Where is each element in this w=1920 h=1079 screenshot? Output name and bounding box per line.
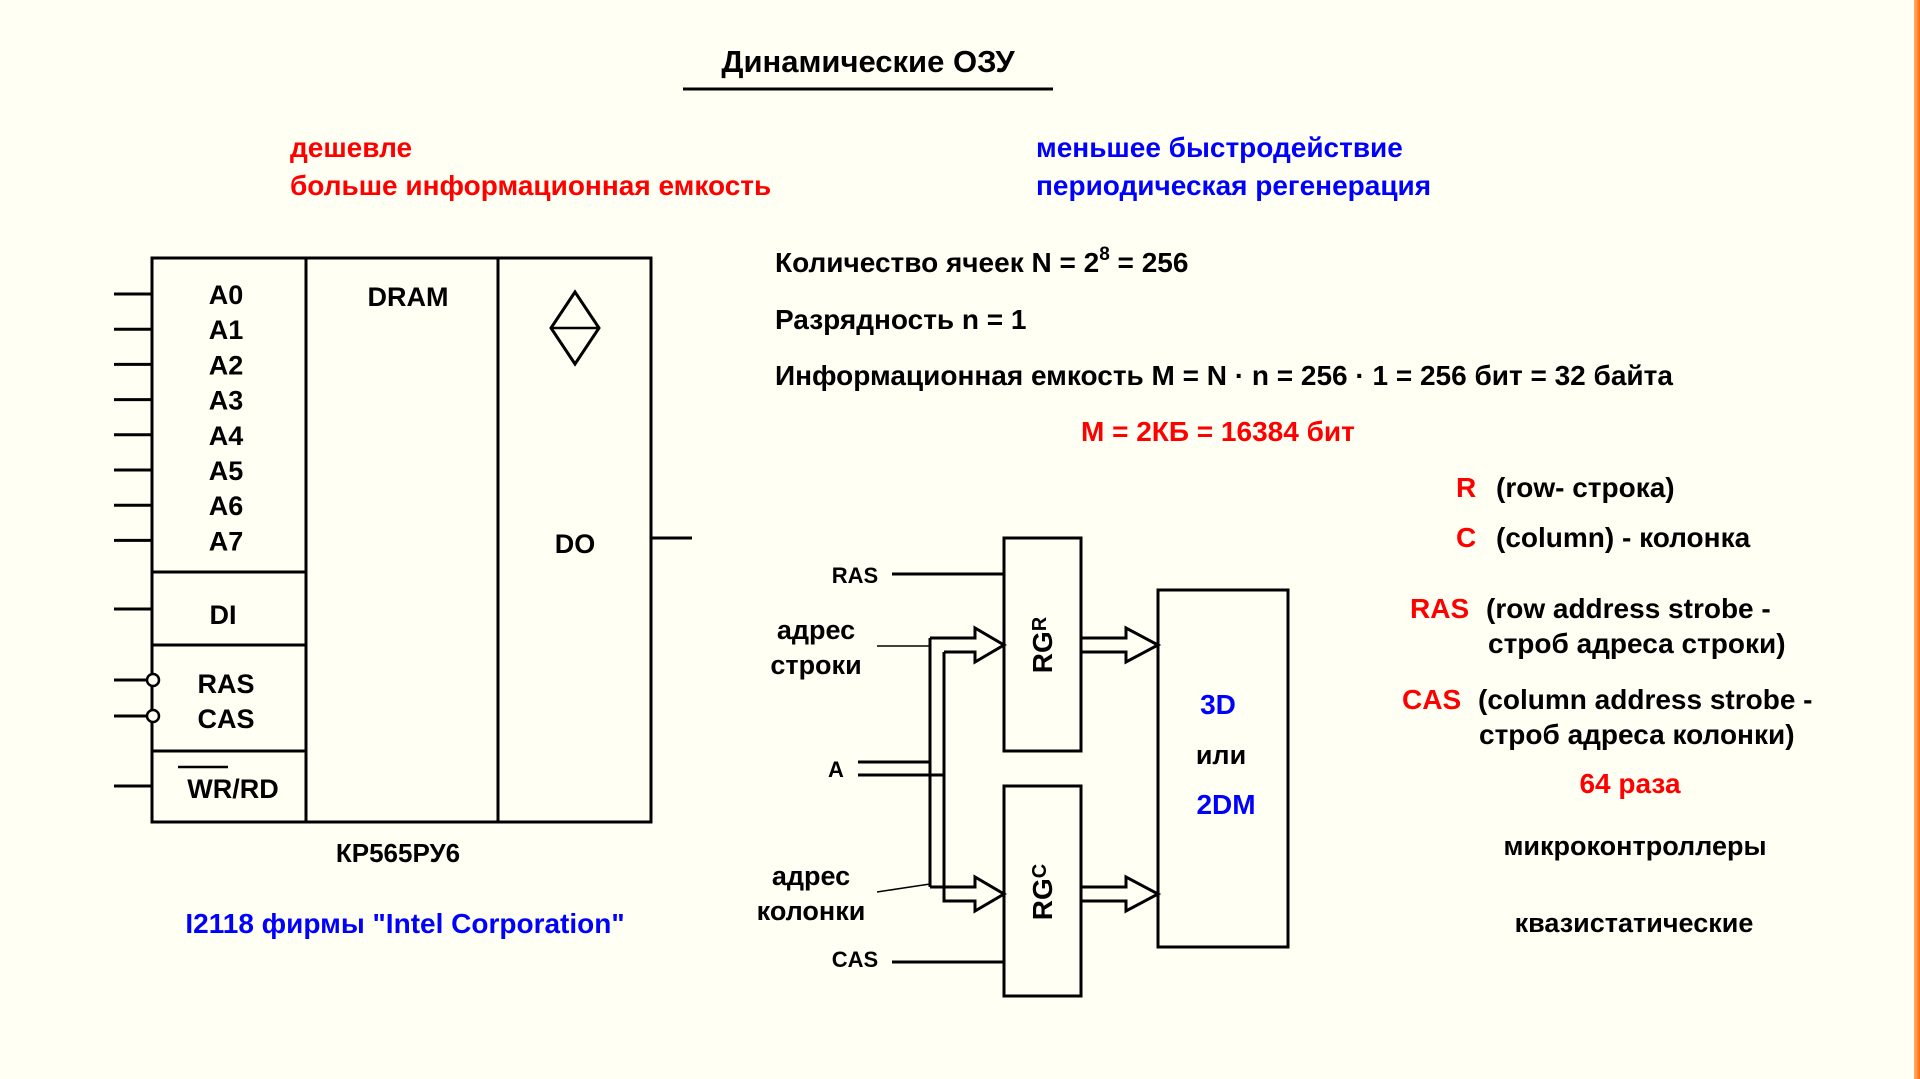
register-rg-c-sub: C [1029, 864, 1051, 878]
legend-ras-key: RAS [1410, 593, 1469, 624]
pin-a2-label: A2 [209, 350, 244, 380]
arrow-rg-c-to-mem [1081, 874, 1162, 914]
pin-a3-label: A3 [209, 386, 244, 416]
scheme-ras-label: RAS [832, 563, 878, 588]
fact-capacity-red: M = 2КБ = 16384 бит [1081, 416, 1355, 447]
register-rg-c [1002, 784, 1083, 998]
legend-ras-text-2: строб адреса строки) [1488, 628, 1786, 659]
pin-a7-label: A7 [209, 526, 244, 556]
memory-array [1156, 588, 1290, 949]
pin-cas-inversion [145, 708, 161, 724]
pro-cheaper: дешевле [290, 132, 412, 163]
col-addr-pointer [876, 883, 931, 893]
register-rg-r-label: RGR [1027, 616, 1058, 673]
register-scheme: RAS адрес строки A адрес колонки CAS RGR… [757, 536, 1290, 998]
fact-cells-prefix: Количество ячеек N = 2 [775, 247, 1099, 278]
legend-r-key: R [1456, 472, 1476, 503]
pin-a6-label: A6 [209, 491, 244, 521]
pin-a5-label: A5 [209, 456, 244, 486]
legend-c-key: C [1456, 522, 1476, 553]
slide-title: Динамические ОЗУ [721, 44, 1015, 79]
fact-cells-exp: 8 [1099, 244, 1110, 265]
legend-r-text: (row- строка) [1496, 472, 1675, 503]
scheme-a-label: A [828, 757, 844, 782]
legend-c-text: (column) - колонка [1496, 522, 1751, 553]
register-rg-c-main: RG [1027, 878, 1058, 920]
pin-ras-label: RAS [197, 669, 254, 699]
legend-cas-text-1: (column address strobe - [1478, 684, 1813, 715]
register-rg-r-main: RG [1027, 631, 1058, 673]
register-rg-r [1002, 536, 1083, 753]
pin-a0-label: A0 [209, 280, 244, 310]
legend: R (row- строка) C (column) - колонка RAS… [1402, 472, 1813, 938]
register-rg-c-label: RGC [1027, 864, 1058, 920]
scheme-cas-label: CAS [832, 947, 878, 972]
scheme-col-addr-2: колонки [757, 896, 866, 926]
con-refresh: периодическая регенерация [1036, 170, 1431, 201]
fact-width: Разрядность n = 1 [775, 304, 1027, 335]
bus-arrow-rg-c [930, 873, 1007, 914]
legend-ras-text-1: (row address strobe - [1486, 593, 1771, 624]
arrow-rg-r-to-mem [1081, 625, 1162, 665]
scheme-row-addr-1: адрес [777, 615, 855, 645]
fact-capacity: Информационная емкость M = N · n = 256 ·… [775, 360, 1673, 391]
right-edge-accent [1914, 0, 1920, 1079]
memory-3d: 3D [1200, 689, 1236, 720]
memory-or: или [1196, 740, 1246, 770]
pin-di-label: DI [210, 600, 237, 630]
con-speed: меньшее быстродействие [1036, 132, 1403, 163]
memory-2dm: 2DM [1196, 789, 1255, 820]
scheme-col-addr-1: адрес [772, 861, 850, 891]
pin-ras-inversion [145, 672, 161, 688]
bus-arrow-rg-r [930, 625, 1007, 665]
fact-cells-suffix: = 256 [1110, 247, 1189, 278]
legend-cas-key: CAS [1402, 684, 1461, 715]
pro-capacity: больше информационная емкость [290, 170, 771, 201]
pin-a1-label: A1 [209, 315, 244, 345]
pin-a4-label: A4 [209, 421, 244, 451]
scheme-row-addr-2: строки [770, 650, 861, 680]
chip-analog: I2118 фирмы "Intel Corporation" [185, 908, 624, 939]
chip-part-number: КР565РУ6 [336, 838, 460, 868]
tristate-diamond-icon [549, 289, 601, 367]
legend-cas-text-2: строб адреса колонки) [1479, 719, 1795, 750]
legend-note-microcontrollers: микроконтроллеры [1503, 831, 1766, 861]
legend-note-quasistatic: квазистатические [1515, 908, 1754, 938]
pin-cas-label: CAS [197, 704, 254, 734]
fact-cells: Количество ячеек N = 28 = 256 [775, 244, 1188, 278]
legend-times: 64 раза [1579, 768, 1680, 799]
register-rg-r-sub: R [1029, 616, 1051, 631]
pin-wrrd-label: WR/RD [187, 774, 278, 804]
chip-core-label: DRAM [368, 282, 449, 312]
chip-do-label: DO [555, 529, 596, 559]
